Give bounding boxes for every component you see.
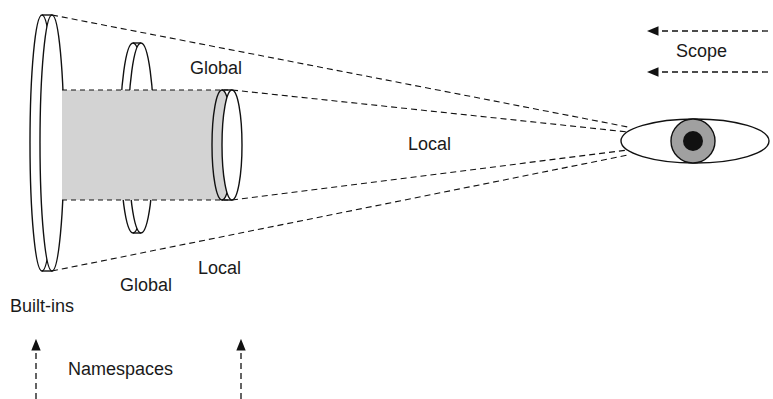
cylinder-edge [62, 89, 228, 90]
namespace-label: Global [190, 57, 242, 79]
local-disk [212, 90, 242, 200]
namespace-arrows [36, 340, 241, 399]
builtins-disk [30, 15, 64, 271]
scope-label: Local [408, 133, 451, 155]
sight-lines [52, 15, 628, 271]
cylinder-edge [62, 199, 228, 200]
scope-label: Scope [676, 40, 727, 62]
namespace-label: Built-ins [10, 295, 74, 317]
namespace-label: Local [198, 257, 241, 279]
namespace-label: Global [120, 274, 172, 296]
namespaces-label: Namespaces [68, 358, 173, 380]
scope-cylinder [62, 90, 224, 200]
eye-symbol [621, 119, 769, 163]
scope-arrows [648, 31, 768, 72]
